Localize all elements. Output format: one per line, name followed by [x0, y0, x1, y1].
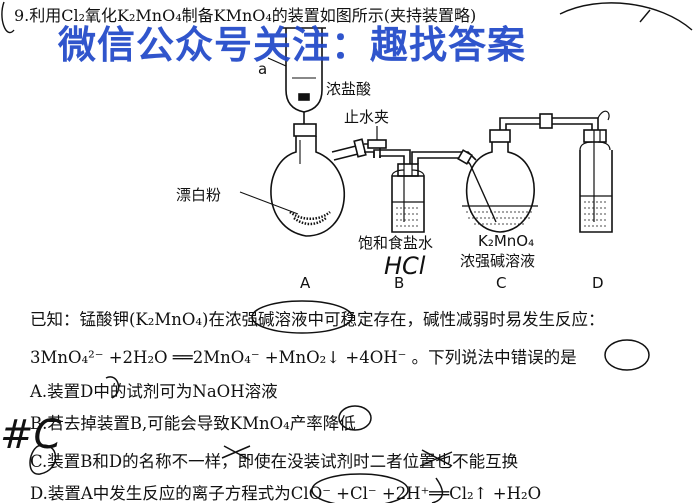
label-flask-c-line1: K₂MnO₄: [478, 232, 535, 250]
handwritten-margin-mark: #C: [0, 412, 62, 458]
handwritten-circle-3: [105, 376, 120, 399]
connecting-tube-ab: [364, 126, 411, 164]
round-bottom-flask-c: [462, 113, 553, 233]
label-C: C: [496, 274, 507, 292]
label-bottle-b: 饱和食盐水: [358, 234, 434, 252]
option-b: B.若去掉装置B,可能会导致KMnO₄产率降低: [30, 414, 356, 433]
label-flask-c-line2: 浓强碱溶液: [460, 252, 536, 270]
known-line: 已知：锰酸钾(K₂MnO₄)在浓强碱溶液中可稳定存在，碱性减弱时易发生反应：: [30, 310, 605, 329]
label-conc-hcl: 浓盐酸: [326, 80, 372, 98]
label-A: A: [300, 274, 311, 292]
gas-washing-bottle-b: [391, 149, 477, 233]
handwritten-arc: [559, 2, 693, 31]
label-bleach: 漂白粉: [176, 186, 222, 204]
question-title: 9.利用Cl₂氧化K₂MnO₄制备KMnO₄的装置如图所示(夹持装置略): [14, 6, 477, 25]
equation-line: 3MnO₄²⁻ +2H₂O ══2MnO₄⁻ +MnO₂↓ +4OH⁻ 。下列说…: [30, 348, 577, 367]
handwritten-circle-4: [338, 405, 372, 431]
handwritten-circle-1: [251, 300, 353, 334]
label-D: D: [592, 274, 604, 292]
handwritten-hcl: HCl: [384, 252, 426, 280]
label-B: B: [394, 274, 405, 292]
separatory-funnel: [267, 27, 326, 124]
option-d: D.装置A中发生反应的离子方程式为ClO⁻ +Cl⁻ +2H⁺══Cl₂↑ +H…: [30, 484, 542, 503]
label-clamp: 止水夹: [344, 108, 390, 126]
watermark-text: 微信公众号关注：趣找答案: [58, 23, 527, 67]
bleach-powder: [239, 191, 331, 226]
label-a: a: [258, 60, 268, 78]
handwritten-circle-2: [604, 339, 650, 371]
round-bottom-flask-a: [270, 123, 367, 237]
handwritten-loop: [1, 1, 15, 34]
option-a: A.装置D中的试剂可为NaOH溶液: [30, 382, 278, 401]
gas-washing-bottle-d: [552, 110, 613, 233]
option-c: C.装置B和D的名称不一样，即使在没装试剂时二者位置也不能互换: [30, 452, 519, 471]
